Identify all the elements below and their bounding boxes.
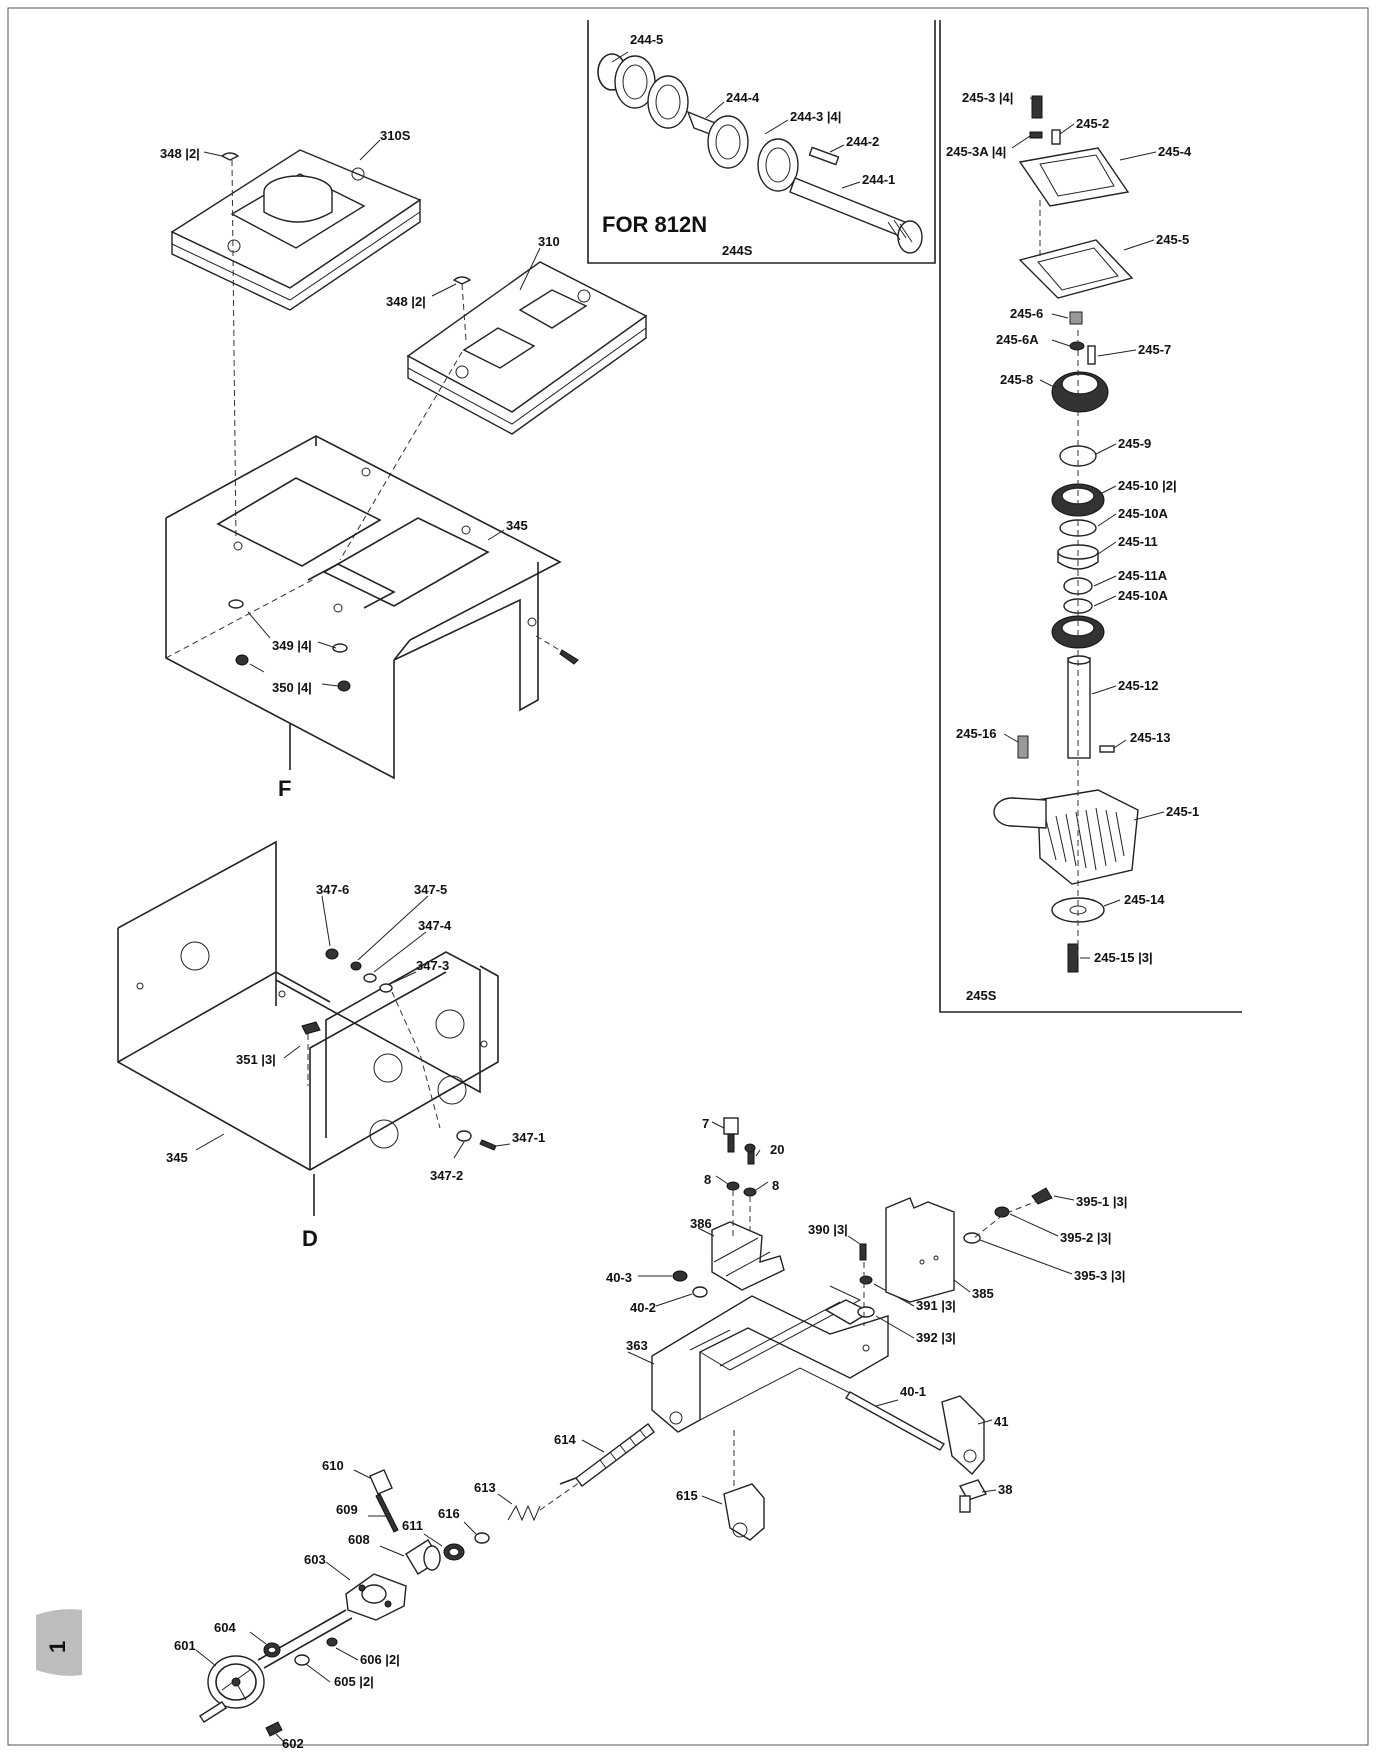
label-7: 7 <box>702 1116 709 1131</box>
label-347-4: 347-4 <box>418 918 452 933</box>
label-310: 310 <box>538 234 560 249</box>
label-363: 363 <box>626 1338 648 1353</box>
label-245-12: 245-12 <box>1118 678 1158 693</box>
section-title-245s: 245S <box>966 988 997 1003</box>
label-244-3: 244-3 |4| <box>790 109 841 124</box>
label-245-5: 245-5 <box>1156 232 1189 247</box>
label-8-left: 8 <box>704 1172 711 1187</box>
assembly-d: 351 |3| 347-6 347-5 347-4 347-3 347-1 34… <box>117 840 545 1251</box>
page-tab-number: 1 <box>45 1641 70 1653</box>
label-611: 611 <box>402 1518 423 1533</box>
label-347-1: 347-1 <box>512 1130 545 1145</box>
label-245-11a: 245-11A <box>1118 568 1168 583</box>
label-245-7: 245-7 <box>1138 342 1171 357</box>
label-245-6a: 245-6A <box>996 332 1039 347</box>
label-605: 605 |2| <box>334 1674 374 1689</box>
label-244-5: 244-5 <box>630 32 663 47</box>
label-615: 615 <box>676 1488 698 1503</box>
label-347-2: 347-2 <box>430 1168 463 1183</box>
label-40-1: 40-1 <box>900 1384 926 1399</box>
page-tab: 1 <box>36 1609 82 1676</box>
label-608: 608 <box>348 1532 370 1547</box>
label-40-2: 40-2 <box>630 1300 656 1315</box>
label-602: 602 <box>282 1736 304 1751</box>
label-391: 391 |3| <box>916 1298 956 1313</box>
label-244-2: 244-2 <box>846 134 879 149</box>
label-41: 41 <box>994 1414 1008 1429</box>
label-395-3: 395-3 |3| <box>1074 1268 1125 1283</box>
label-245-14: 245-14 <box>1124 892 1165 907</box>
label-245-16: 245-16 <box>956 726 996 741</box>
assembly-letter-d: D <box>302 1226 318 1251</box>
label-601: 601 <box>174 1638 196 1653</box>
label-610: 610 <box>322 1458 344 1473</box>
label-245-1: 245-1 <box>1166 804 1199 819</box>
section-244s: 244-5 244-4 244-3 |4| 244-2 244-1 FOR 81… <box>587 20 936 264</box>
label-245-15: 245-15 |3| <box>1094 950 1153 965</box>
label-386: 386 <box>690 1216 712 1231</box>
label-245-2: 245-2 <box>1076 116 1109 131</box>
label-348-mid: 348 |2| <box>386 294 426 309</box>
label-390: 390 |3| <box>808 1222 848 1237</box>
label-347-3: 347-3 <box>416 958 449 973</box>
label-310s: 310S <box>380 128 411 143</box>
label-245-10a: 245-10A <box>1118 506 1168 521</box>
label-245-10: 245-10 |2| <box>1118 478 1177 493</box>
label-245-8: 245-8 <box>1000 372 1033 387</box>
label-347-5: 347-5 <box>414 882 447 897</box>
label-345-lower: 345 <box>166 1150 188 1165</box>
label-395-1: 395-1 |3| <box>1076 1194 1127 1209</box>
section-245s: 245-3 |4| 245-2 245-3A |4| 245-4 245-5 2… <box>939 20 1242 1013</box>
label-385: 385 <box>972 1286 994 1301</box>
label-20: 20 <box>770 1142 784 1157</box>
page-frame <box>7 7 1369 1746</box>
note-for-812n: FOR 812N <box>602 212 707 237</box>
label-609: 609 <box>336 1502 358 1517</box>
label-347-6: 347-6 <box>316 882 349 897</box>
label-345-upper: 345 <box>506 518 528 533</box>
label-38: 38 <box>998 1482 1012 1497</box>
label-245-3a: 245-3A |4| <box>946 144 1006 159</box>
assembly-f: 348 |2| 310S 348 |2| 310 <box>160 128 648 801</box>
assembly-letter-f: F <box>278 776 291 801</box>
label-606: 606 |2| <box>360 1652 400 1667</box>
label-245-11: 245-11 <box>1118 534 1158 549</box>
section-title-244s: 244S <box>722 243 753 258</box>
label-245-9: 245-9 <box>1118 436 1151 451</box>
label-244-4: 244-4 <box>726 90 760 105</box>
label-603: 603 <box>304 1552 326 1567</box>
label-350: 350 |4| <box>272 680 312 695</box>
label-40-3: 40-3 <box>606 1270 632 1285</box>
label-395-2: 395-2 |3| <box>1060 1230 1111 1245</box>
label-351: 351 |3| <box>236 1052 276 1067</box>
label-245-10a-lower: 245-10A <box>1118 588 1168 603</box>
label-245-4: 245-4 <box>1158 144 1192 159</box>
label-348-top: 348 |2| <box>160 146 200 161</box>
label-616: 616 <box>438 1506 460 1521</box>
label-613: 613 <box>474 1480 496 1495</box>
label-8-right: 8 <box>772 1178 779 1193</box>
label-392: 392 |3| <box>916 1330 956 1345</box>
label-604: 604 <box>214 1620 236 1635</box>
label-245-3: 245-3 |4| <box>962 90 1013 105</box>
label-244-1: 244-1 <box>862 172 895 187</box>
label-245-6: 245-6 <box>1010 306 1043 321</box>
label-614: 614 <box>554 1432 576 1447</box>
label-245-13: 245-13 <box>1130 730 1170 745</box>
assembly-table-arm: 7 20 8 8 386 40-3 40-2 363 390 |3| 391 |… <box>174 1116 1127 1751</box>
label-349: 349 |4| <box>272 638 312 653</box>
